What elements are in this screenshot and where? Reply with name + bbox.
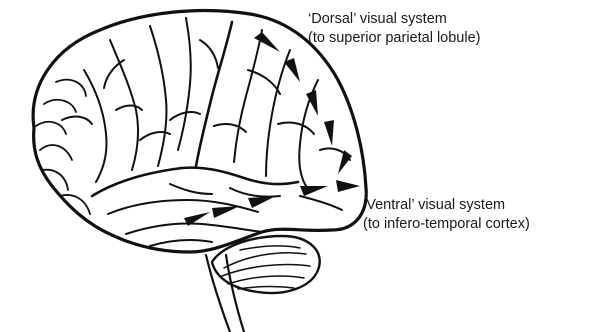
ventral-label-target: (to infero-temporal cortex) — [363, 215, 530, 234]
ventral-arrow — [336, 180, 360, 192]
ventral-label-title: ‘Ventral’ visual system — [363, 196, 530, 215]
central-sulcus — [196, 22, 232, 166]
dorsal-arrow — [338, 150, 352, 174]
dorsal-arrow — [284, 58, 300, 82]
dorsal-stream-label: ‘Dorsal’ visual system (to superior pari… — [308, 10, 480, 48]
ventral-arrow — [300, 186, 328, 196]
brain-stem — [206, 255, 244, 332]
ventral-stream-label: ‘Ventral’ visual system (to infero-tempo… — [363, 196, 530, 234]
ventral-arrow — [248, 196, 276, 208]
dorsal-label-target: (to superior parietal lobule) — [308, 29, 480, 48]
cerebellum-folia — [222, 246, 310, 289]
dorsal-label-title: ‘Dorsal’ visual system — [308, 10, 480, 29]
cortical-gyri — [62, 18, 350, 186]
dorsal-arrow — [324, 120, 334, 146]
ventral-arrow — [212, 206, 240, 218]
frontal-gyri — [36, 80, 90, 214]
ventral-stream-arrows — [184, 180, 360, 226]
dorsal-stream-arrows — [254, 32, 352, 174]
